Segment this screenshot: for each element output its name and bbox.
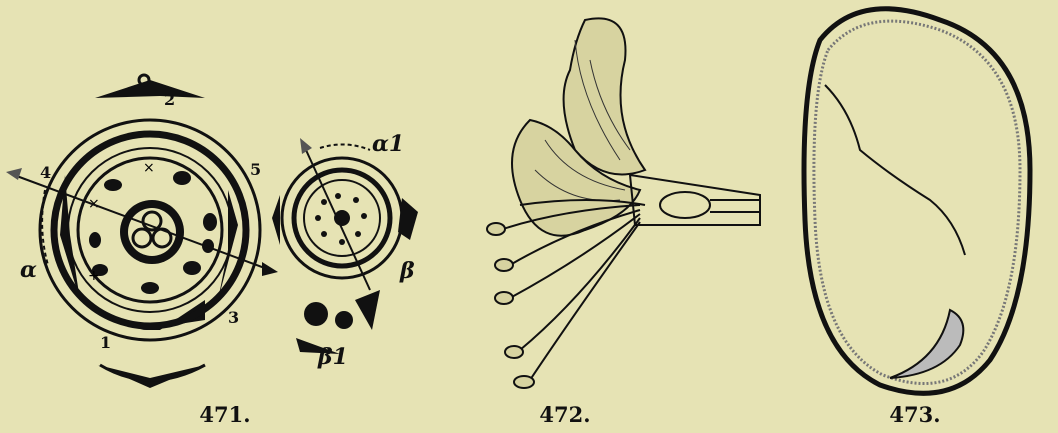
- label-alpha: α: [20, 257, 37, 283]
- svg-text:+: +: [88, 268, 100, 284]
- label-alpha1: α1: [372, 131, 404, 157]
- label-1: 1: [100, 333, 111, 352]
- figure-caption-471: 471.: [180, 402, 270, 427]
- label-3: 3: [228, 308, 239, 327]
- flower-illustration: [460, 0, 780, 433]
- figure-471: × × + 2: [0, 0, 450, 433]
- figure-caption-473: 473.: [870, 402, 960, 427]
- label-beta1: β1: [318, 344, 348, 370]
- floral-diagram: × × +: [0, 0, 450, 433]
- label-beta: β: [400, 258, 415, 284]
- seed-section: [780, 0, 1058, 433]
- label-2: 2: [164, 90, 175, 109]
- label-4: 4: [40, 163, 51, 182]
- figure-472: 472.: [460, 0, 780, 433]
- svg-text:×: ×: [143, 160, 155, 176]
- figure-473: 473.: [780, 0, 1058, 433]
- label-5: 5: [250, 160, 261, 179]
- figure-caption-472: 472.: [520, 402, 610, 427]
